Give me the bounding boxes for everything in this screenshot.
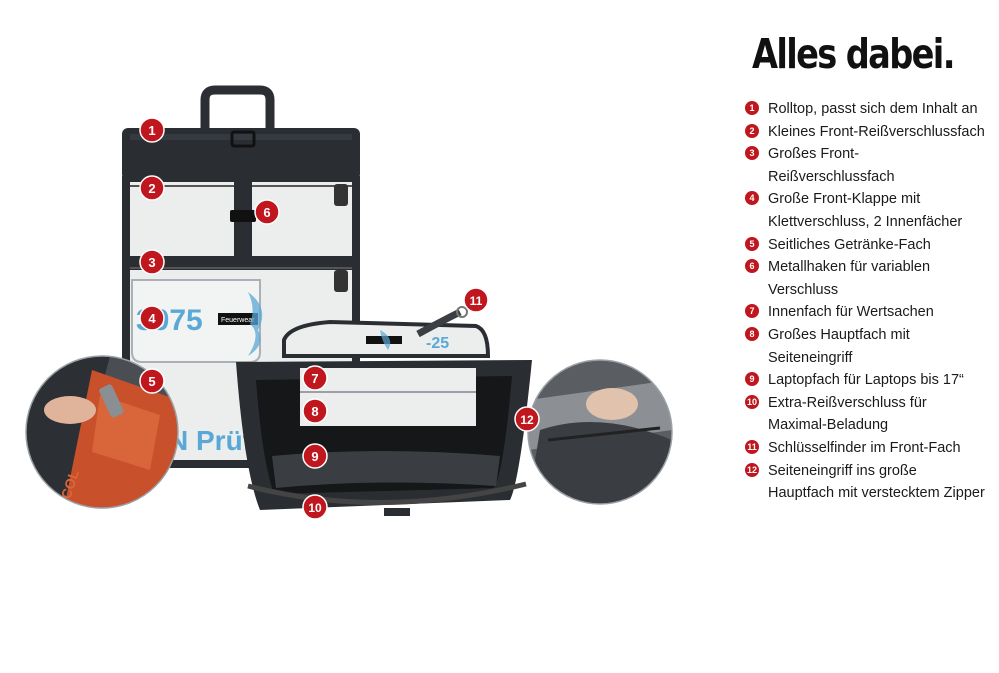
feature-list: 1 Rolltop, passt sich dem Inhalt an 2 Klei…	[745, 98, 985, 505]
feature-text: Kleines Front-Reißverschlussfach	[768, 123, 985, 140]
feature-item-3: 3 Großes Front-Reißverschlussfach	[745, 143, 985, 188]
number-badge: 4	[745, 191, 759, 206]
brand-label: Feuerwear	[221, 317, 255, 324]
callout-6: 6	[254, 199, 280, 225]
side-access-detail	[527, 359, 673, 505]
callout-5: 5	[139, 368, 165, 394]
page-title: Alles dabei.	[752, 30, 955, 78]
number-badge: 6	[745, 259, 759, 274]
svg-text:6: 6	[263, 205, 270, 220]
callout-7: 7	[302, 365, 328, 391]
svg-text:9: 9	[311, 449, 318, 464]
feature-text: Seiteneingriff ins große Hauptfach mit v…	[768, 462, 985, 502]
number-badge: 11	[745, 439, 759, 454]
number-badge: 3	[745, 146, 759, 161]
callout-11: 11	[463, 287, 489, 313]
feature-item-5: 5 Seitliches Getränke-Fach	[745, 234, 985, 257]
number-badge: 10	[745, 394, 759, 409]
feature-text: Metallhaken für variablen Verschluss	[768, 259, 931, 298]
feature-text: Seitliches Getränke-Fach	[768, 236, 931, 253]
svg-text:1: 1	[148, 123, 155, 138]
svg-text:11: 11	[470, 294, 483, 308]
svg-text:4: 4	[148, 311, 156, 326]
number-badge: 9	[745, 372, 759, 387]
callout-1: 1	[139, 117, 165, 143]
feature-item-7: 7 Innenfach für Wertsachen	[745, 301, 985, 324]
feature-text: Großes Hauptfach mit Seiteneingriff	[768, 326, 910, 366]
number-badge: 2	[745, 123, 759, 138]
feature-text: Große Front-Klappe mit Klettverschluss, …	[768, 191, 963, 230]
print-25: -25	[426, 335, 449, 352]
feature-item-10: 10 Extra-Reißverschluss für Maximal-Belad…	[745, 392, 985, 437]
feature-item-11: 11 Schlüsselfinder im Front-Fach	[745, 437, 985, 460]
number-badge: 7	[745, 304, 759, 319]
number-badge: 8	[745, 326, 759, 341]
svg-text:12: 12	[520, 413, 534, 427]
feature-item-6: 6 Metallhaken für variablen Verschluss	[745, 256, 985, 301]
feature-text: Laptopfach für Laptops bis 17“	[768, 372, 964, 389]
callout-9: 9	[302, 443, 328, 469]
callout-12: 12	[514, 406, 540, 432]
callout-8: 8	[302, 398, 328, 424]
print-pruef: N Prüf	[168, 425, 253, 456]
callout-2: 2	[139, 175, 165, 201]
number-badge: 1	[745, 101, 759, 115]
svg-text:2: 2	[148, 181, 155, 196]
feature-text: Schlüsselfinder im Front-Fach	[768, 439, 961, 456]
feature-text: Extra-Reißverschluss für Maximal-Beladun…	[768, 394, 927, 434]
feature-text: Großes Front-Reißverschlussfach	[768, 146, 895, 185]
feature-item-8: 8 Großes Hauptfach mit Seiteneingriff	[745, 324, 985, 369]
number-badge: 5	[745, 236, 759, 251]
callout-markers: 1 2 3 4 5 6 7 8 9 10 11 12	[139, 117, 540, 520]
number-badge: 12	[745, 462, 759, 477]
feature-text: Innenfach für Wertsachen	[768, 304, 934, 321]
svg-text:3: 3	[148, 255, 155, 270]
feature-item-12: 12 Seiteneingriff ins große Hauptfach mit…	[745, 460, 985, 505]
feature-text: Rolltop, passt sich dem Inhalt an	[768, 101, 978, 117]
svg-text:8: 8	[311, 404, 318, 419]
svg-text:10: 10	[308, 501, 322, 515]
svg-text:7: 7	[311, 371, 318, 386]
svg-text:5: 5	[148, 374, 155, 389]
feature-item-1: 1 Rolltop, passt sich dem Inhalt an	[745, 98, 985, 121]
feature-item-9: 9 Laptopfach für Laptops bis 17“	[745, 369, 985, 392]
feature-item-4: 4 Große Front-Klappe mit Klettverschluss,…	[745, 188, 985, 233]
callout-4: 4	[139, 305, 165, 331]
backpack-illustration: 3975 N Prüf Feuerwear COL -25	[25, 85, 673, 520]
callout-3: 3	[139, 249, 165, 275]
feature-item-2: 2 Kleines Front-Reißverschlussfach	[745, 121, 985, 144]
callout-10: 10	[302, 494, 328, 520]
